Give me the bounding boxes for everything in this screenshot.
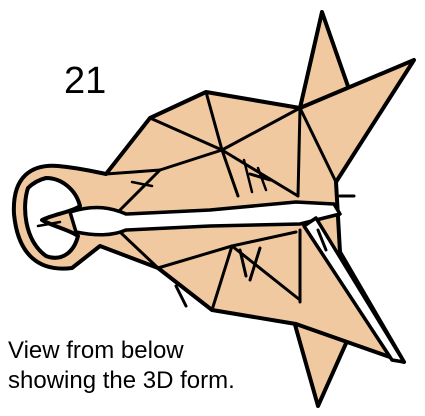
caption-line-2: showing the 3D form. <box>8 366 235 396</box>
step-caption: View from below showing the 3D form. <box>8 336 235 396</box>
caption-line-1: View from below <box>8 336 235 366</box>
step-number: 21 <box>64 62 106 100</box>
